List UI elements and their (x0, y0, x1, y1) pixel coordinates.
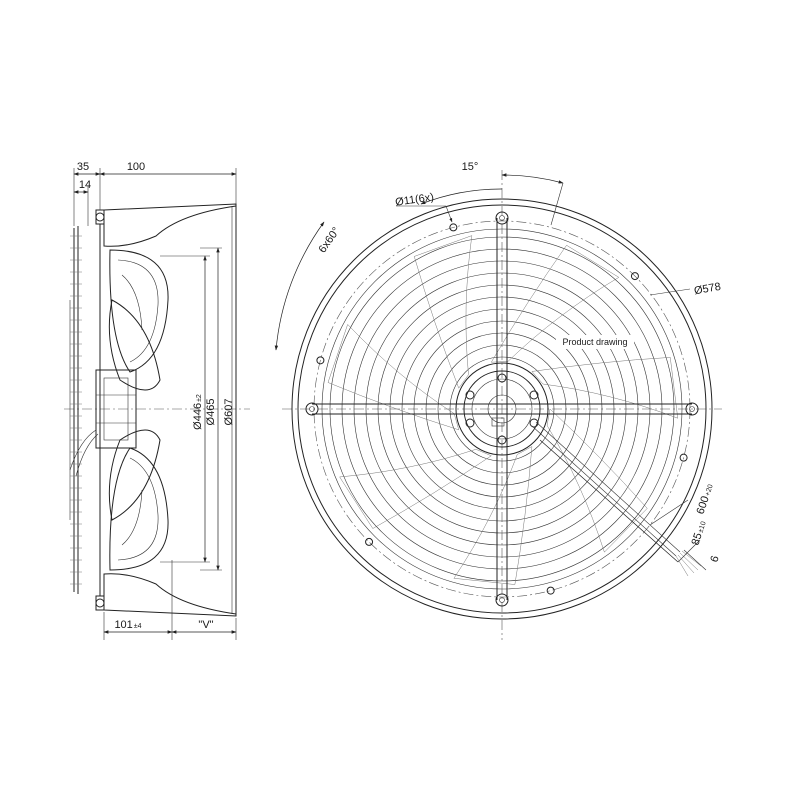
guard-ring (329, 236, 675, 582)
hub (455, 362, 549, 456)
guard-ring (449, 356, 555, 462)
dim-35: 35 (77, 161, 89, 173)
guard-ring (377, 284, 627, 534)
dim-v: "V" (198, 619, 213, 631)
side-view: 35 100 14 101±4 "V" Ø446±2 Ø465 Ø607 (64, 161, 250, 640)
dia-607: Ø607 (223, 399, 235, 426)
dim-14: 14 (79, 179, 91, 191)
dim-100: 100 (127, 161, 145, 173)
fan-blade (327, 323, 460, 431)
mounting-hole (546, 586, 555, 595)
guard-ring (425, 332, 579, 486)
fan-blade (490, 244, 620, 363)
wire-end: 6 (708, 554, 721, 564)
product-drawing-label: Product drawing (562, 337, 627, 347)
strip-length: 85±10 (690, 519, 709, 546)
dia-446: Ø446±2 (192, 394, 204, 430)
fan-blade (413, 235, 473, 389)
dia-578: Ø578 (693, 281, 722, 297)
angle-6x60: 6x60° (317, 225, 343, 255)
dia-465: Ø465 (205, 399, 217, 426)
mounting-hole (679, 453, 688, 462)
fan-blade (531, 357, 679, 419)
fan-blade (453, 446, 533, 585)
angle-15: 15° (462, 161, 479, 173)
fan-blade (546, 408, 648, 553)
guard-ring (353, 260, 651, 558)
mounting-hole (449, 223, 458, 232)
mounting-hole (630, 272, 639, 281)
mounting-hole (365, 537, 374, 546)
guard-ring (413, 320, 591, 498)
holes-dim: Ø11(6x) (394, 191, 434, 208)
guard-ring (401, 308, 603, 510)
guard-ring (365, 272, 639, 546)
cable-length: 600+20 (695, 482, 716, 516)
fan-blade (339, 449, 492, 529)
dim-101: 101±4 (114, 619, 141, 631)
guard-ring (437, 344, 567, 474)
guard-ring (341, 248, 663, 570)
outer-ring (291, 198, 713, 620)
front-view: 15° 6x60° Ø11(6x) Ø578 Product drawing 6… (274, 161, 722, 640)
mounting-hole (316, 356, 325, 365)
guard-ring (389, 296, 615, 522)
